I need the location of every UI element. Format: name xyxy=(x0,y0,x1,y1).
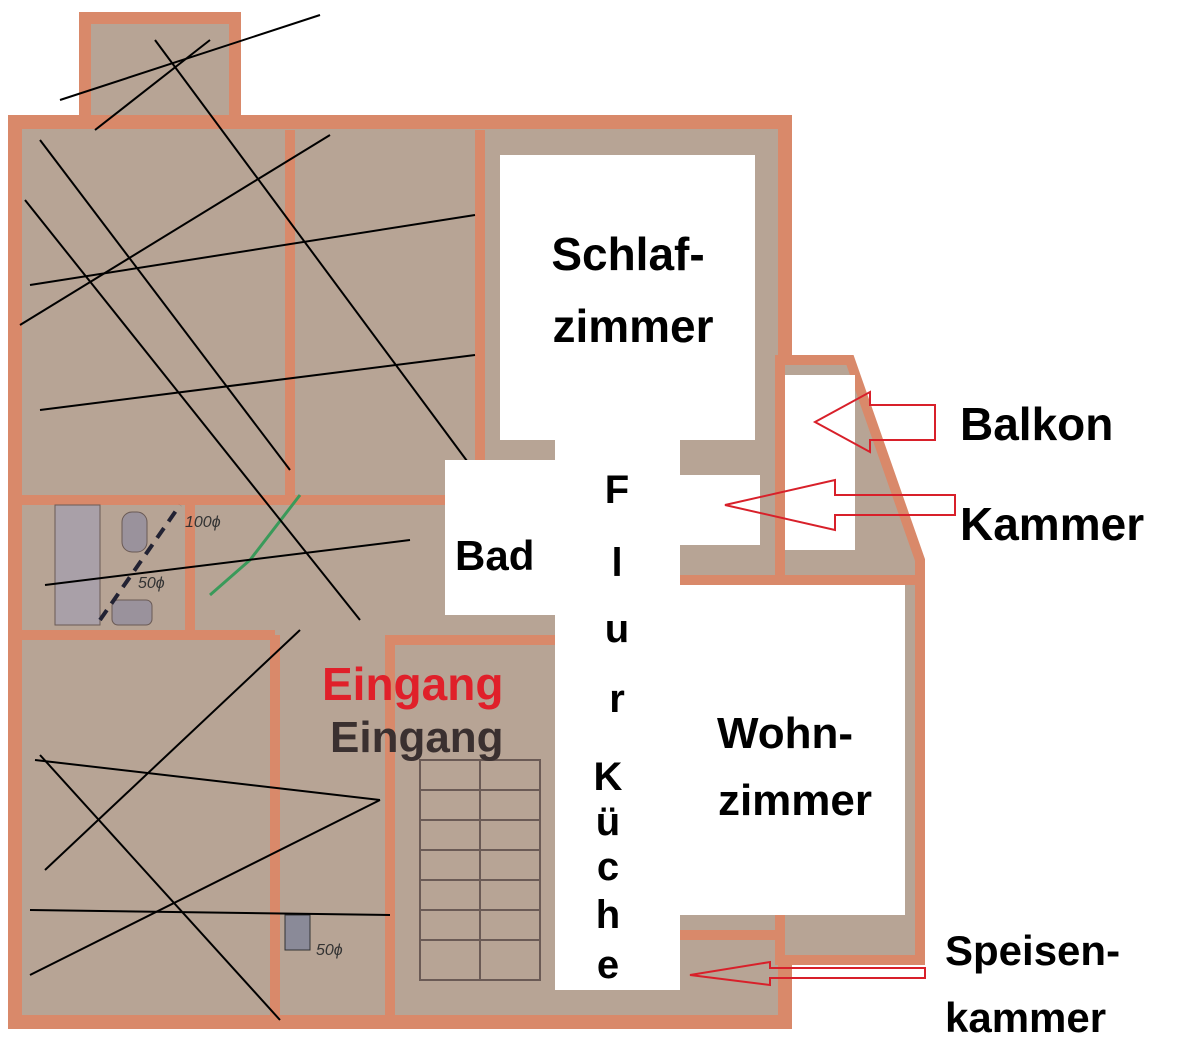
speisenkammer-label-1: Speisen- xyxy=(945,927,1120,974)
toilet-icon xyxy=(121,511,148,553)
speisenkammer-label-2: kammer xyxy=(945,994,1106,1041)
bad-label: Bad xyxy=(455,532,534,579)
speisenkammer-arrow xyxy=(689,960,926,987)
drain-line xyxy=(98,503,182,622)
kueche-letter-2: ü xyxy=(596,800,620,844)
flur-letter-4: r xyxy=(609,677,625,721)
kueche-letter-3: c xyxy=(597,845,619,889)
bathtub-icon xyxy=(54,504,101,626)
kammer-label: Kammer xyxy=(960,498,1144,550)
wohnzimmer-label-1: Wohn- xyxy=(717,709,853,758)
eingang-label: Eingang xyxy=(322,658,503,710)
pipe-50-kitchen-label: 50ϕ xyxy=(316,942,343,959)
eingang-original-label: Eingang xyxy=(330,713,504,762)
schlafzimmer-label-2: zimmer xyxy=(552,300,713,352)
crossed-out-lines xyxy=(19,14,476,1021)
kitchen-sink-icon xyxy=(284,914,311,951)
flur-letter-2: l xyxy=(611,541,622,585)
wohnzimmer-label-2: zimmer xyxy=(718,776,872,825)
arrows xyxy=(689,390,956,987)
kueche-letter-5: e xyxy=(597,943,619,987)
flur-letter-3: u xyxy=(605,607,629,651)
pipe-100-label: 100ϕ xyxy=(185,514,221,531)
balkon-label: Balkon xyxy=(960,398,1113,450)
balkon-arrow xyxy=(812,390,936,454)
kammer-arrow xyxy=(724,478,956,532)
kueche-letter-4: h xyxy=(596,893,620,937)
sink-icon xyxy=(111,599,153,626)
pipe-50-bath-label: 50ϕ xyxy=(138,575,165,592)
kueche-letter-1: K xyxy=(594,755,623,799)
highlight-areas xyxy=(445,155,905,990)
schlafzimmer-label-1: Schlaf- xyxy=(551,228,704,280)
flur-letter-1: F xyxy=(605,468,629,512)
